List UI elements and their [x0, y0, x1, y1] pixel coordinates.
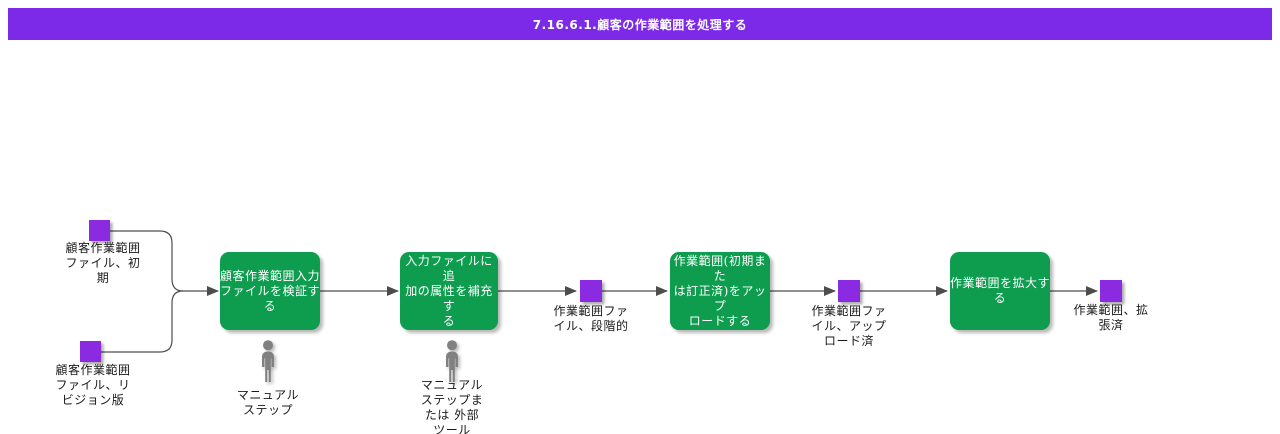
artifact-customer-scope-file-initial — [89, 220, 110, 241]
artifact-scope-file-staged — [580, 280, 602, 302]
task-validate-input-file: 顧客作業範囲入力 ファイルを検証す る — [220, 252, 320, 330]
artifact-scope-file-uploaded — [838, 280, 860, 302]
artifact-label-customer-scope-file-revision: 顧客作業範囲 ファイル、リ ビジョン版 — [55, 363, 131, 407]
task-expand-scope: 作業範囲を拡大す る — [950, 252, 1050, 330]
annotation-label-manual-step: マニュアル ステップ — [236, 388, 300, 417]
edge-initial-to-merge — [110, 230, 184, 292]
artifact-label-scope-file-staged: 作業範囲ファ イル、段階的 — [553, 304, 629, 333]
task-supplement-attributes: 入力ファイルに追 加の属性を補充す る — [400, 252, 498, 330]
person-icon — [262, 340, 274, 382]
artifact-label-customer-scope-file-initial: 顧客作業範囲 ファイル、初 期 — [65, 241, 141, 285]
artifact-scope-expanded — [1100, 280, 1122, 302]
annotation-label-manual-step-or-external-tool: マニュアル ステップま たは 外部 ツール — [420, 378, 484, 434]
diagram-title: 7.16.6.1.顧客の作業範囲を処理する — [532, 17, 748, 32]
artifact-label-scope-expanded: 作業範囲、拡 張済 — [1073, 303, 1149, 332]
artifact-customer-scope-file-revision — [80, 341, 101, 362]
artifact-label-scope-file-uploaded: 作業範囲ファ イル、アップ ロード済 — [811, 304, 887, 348]
annotation-manual-step-or-external-tool: マニュアル ステップま たは 外部 ツール — [392, 340, 512, 434]
annotation-manual-step: マニュアル ステップ — [208, 340, 328, 418]
diagram-title-bar: 7.16.6.1.顧客の作業範囲を処理する — [8, 8, 1272, 40]
person-icon — [446, 340, 458, 382]
edge-revision-to-merge — [101, 290, 184, 353]
task-upload-scope: 作業範囲(初期また は訂正済)をアップ ロードする — [670, 252, 770, 330]
